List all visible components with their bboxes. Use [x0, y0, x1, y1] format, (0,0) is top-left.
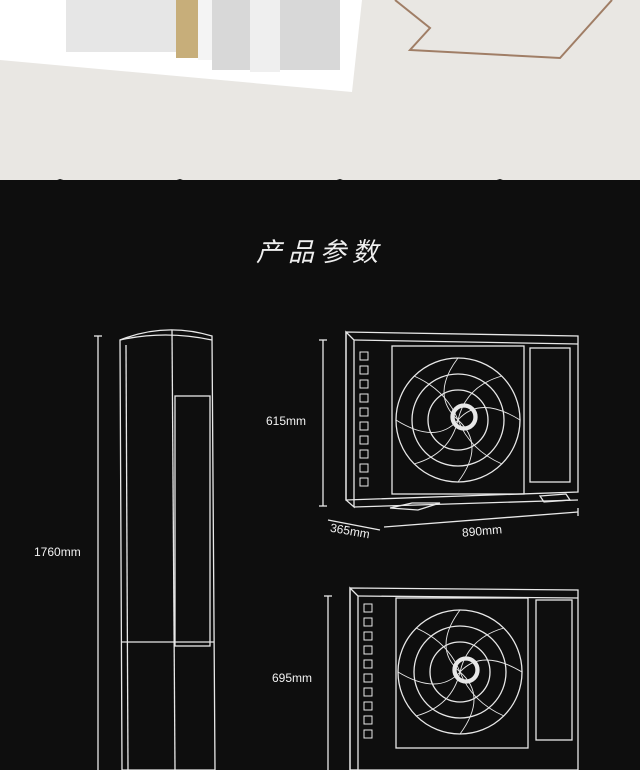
tag-outline	[394, 0, 613, 60]
indoor-height-label: 1760mm	[34, 545, 81, 559]
product-photo	[0, 0, 362, 92]
outdoor-unit-2-drawing	[324, 586, 579, 770]
outdoor1-height-label: 615mm	[266, 414, 307, 428]
chalkboard-background	[0, 180, 640, 770]
outdoor2-height-label: 695mm	[272, 671, 313, 685]
section-title: 产品参数	[255, 238, 384, 268]
outdoor-unit-1-drawing	[319, 330, 579, 531]
paper-background	[0, 0, 640, 200]
indoor-unit-drawing	[94, 329, 216, 770]
